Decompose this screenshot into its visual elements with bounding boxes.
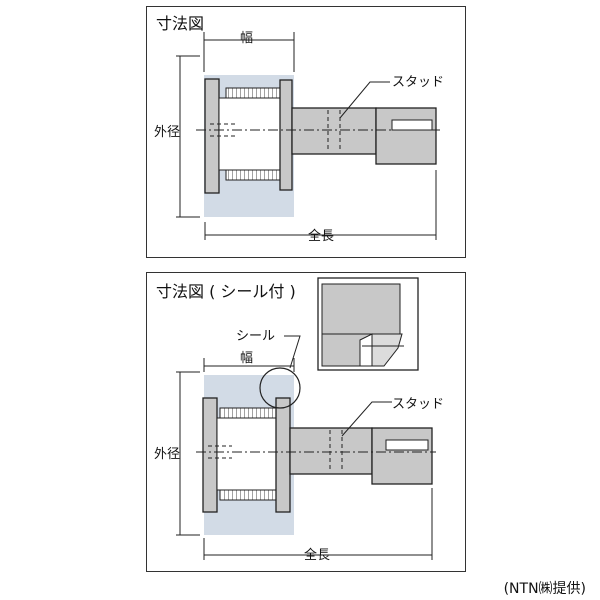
top-width-label: 幅 xyxy=(240,31,253,46)
top-total-length-label: 全長 xyxy=(308,228,334,244)
bottom-stud-label: スタッド xyxy=(392,397,444,412)
bottom-outer-diameter-label: 外径 xyxy=(154,447,180,462)
top-outer-diameter-label: 外径 xyxy=(154,125,180,140)
bottom-width-label: 幅 xyxy=(240,351,253,366)
bottom-diagram-title: 寸法図 ( シール付 ) xyxy=(156,282,296,301)
seal-label: シール xyxy=(236,329,275,344)
top-diagram-title: 寸法図 xyxy=(156,14,205,33)
top-dimension-lines xyxy=(176,32,437,240)
top-stud-label: スタッド xyxy=(392,75,444,90)
bottom-dimension-lines xyxy=(176,335,433,560)
top-bearing-drawing xyxy=(196,75,440,217)
seal-detail-inset xyxy=(317,277,419,371)
source-credit: (NTN㈱提供) xyxy=(503,581,586,597)
bottom-bearing-drawing xyxy=(196,367,436,535)
bottom-total-length-label: 全長 xyxy=(304,547,330,563)
